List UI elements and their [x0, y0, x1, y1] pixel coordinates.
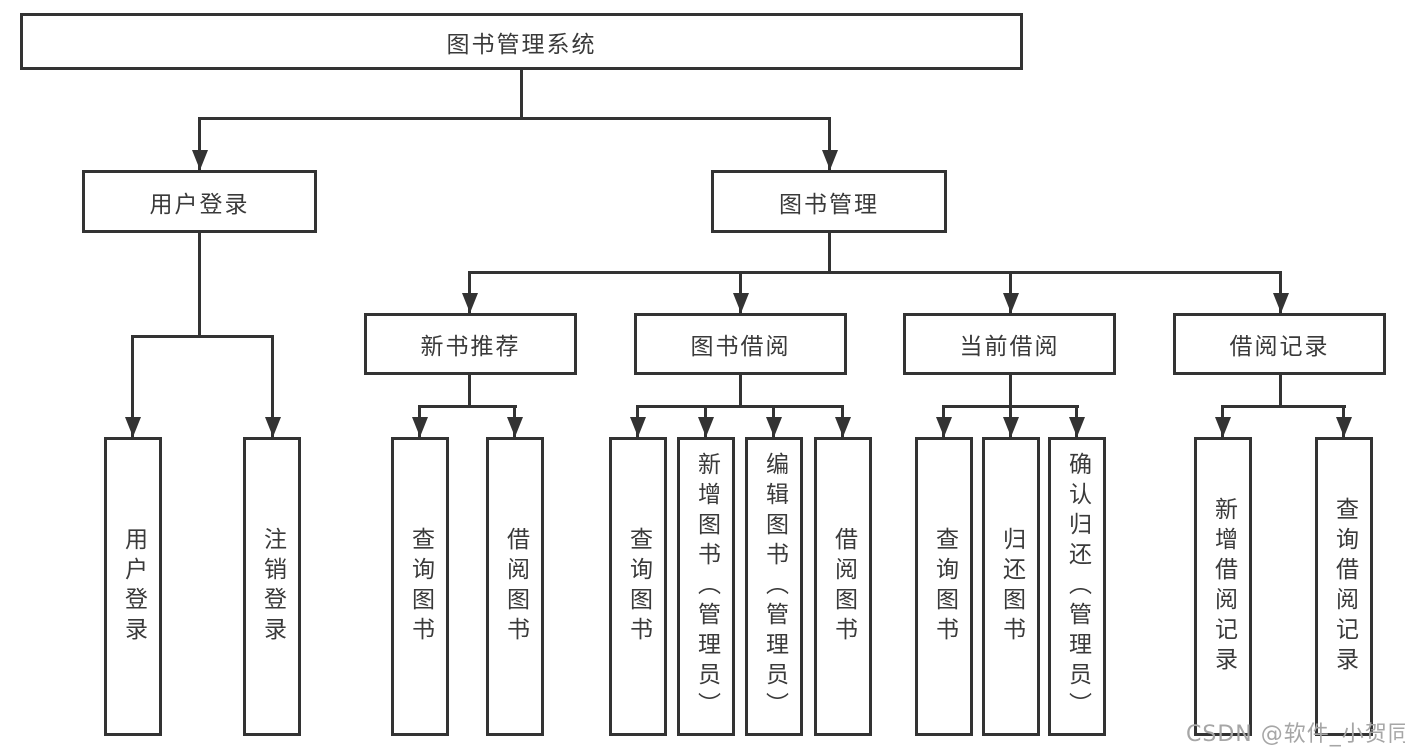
leaf-borrow-books-borrowing: 借阅图书 [814, 437, 872, 736]
node-user-login: 用户登录 [82, 170, 317, 233]
connector-bar [636, 405, 844, 408]
connector-arrow [739, 271, 742, 313]
leaf-confirm-return-admin: 确认归还（管理员） [1048, 437, 1106, 736]
node-user-login-label: 用户登录 [149, 191, 250, 218]
leaf-query-borrow-record: 查询借阅记录 [1315, 437, 1373, 736]
connector-arrow [1221, 405, 1224, 437]
node-root: 图书管理系统 [20, 13, 1023, 70]
leaf-query-books-recommend-label: 查询图书 [407, 526, 434, 647]
connector-arrow [1009, 405, 1012, 437]
connector-arrow [198, 117, 201, 170]
node-book-management: 图书管理 [711, 170, 947, 233]
leaf-return-books: 归还图书 [982, 437, 1040, 736]
leaf-query-books-recommend: 查询图书 [391, 437, 449, 736]
connector-root-stem [520, 70, 523, 119]
node-book-management-label: 图书管理 [779, 191, 879, 218]
leaf-confirm-return-admin-label: 确认归还（管理员） [1064, 451, 1091, 722]
leaf-query-borrow-record-label: 查询借阅记录 [1331, 496, 1358, 677]
connector-arrow [841, 405, 844, 437]
connector-arrow [1075, 405, 1078, 437]
node-new-book-recommendation-label: 新书推荐 [420, 334, 521, 360]
connector-user-login-stem [198, 233, 201, 338]
connector-stem [1279, 375, 1282, 408]
connector-stem [468, 375, 471, 408]
connector-stem [1009, 375, 1012, 408]
leaf-borrow-books-borrowing-label: 借阅图书 [830, 526, 857, 647]
leaf-query-books-borrowing-label: 查询图书 [625, 526, 652, 647]
connector-bar [418, 405, 517, 408]
connector-arrow [942, 405, 945, 437]
connector-root-bar [198, 117, 831, 120]
leaf-borrow-books-recommend-label: 借阅图书 [502, 526, 529, 647]
connector-book-management-bar [468, 271, 1282, 274]
connector-arrow [772, 405, 775, 437]
node-book-borrowing-label: 图书借阅 [690, 334, 791, 360]
connector-arrow [513, 405, 516, 437]
leaf-user-login: 用户登录 [104, 437, 162, 736]
node-book-borrowing: 图书借阅 [634, 313, 847, 375]
leaf-add-books-admin: 新增图书（管理员） [677, 437, 735, 736]
leaf-add-books-admin-label: 新增图书（管理员） [693, 451, 720, 722]
connector-stem [739, 375, 742, 408]
connector-book-management-stem [828, 233, 831, 274]
connector-arrow [636, 405, 639, 437]
connector-user-login-bar [131, 335, 274, 338]
node-borrowing-records: 借阅记录 [1173, 313, 1386, 375]
leaf-query-books-borrowing: 查询图书 [609, 437, 667, 736]
csdn-watermark: CSDN @软件_小贺同学 [1186, 722, 1405, 747]
node-current-borrowing: 当前借阅 [903, 313, 1116, 375]
leaf-query-books-current-label: 查询图书 [931, 526, 958, 647]
connector-arrow [468, 271, 471, 313]
leaf-borrow-books-recommend: 借阅图书 [486, 437, 544, 736]
leaf-edit-books-admin: 编辑图书（管理员） [745, 437, 803, 736]
leaf-logout-login-label: 注销登录 [259, 526, 286, 647]
node-current-borrowing-label: 当前借阅 [959, 334, 1060, 360]
connector-arrow [1279, 271, 1282, 313]
leaf-user-login-label: 用户登录 [120, 526, 147, 647]
connector-arrow [131, 335, 134, 437]
leaf-add-borrow-record: 新增借阅记录 [1194, 437, 1252, 736]
connector-arrow [704, 405, 707, 437]
leaf-query-books-current: 查询图书 [915, 437, 973, 736]
leaf-return-books-label: 归还图书 [998, 526, 1025, 647]
connector-arrow [1342, 405, 1345, 437]
connector-arrow [828, 117, 831, 170]
leaf-edit-books-admin-label: 编辑图书（管理员） [761, 451, 788, 722]
leaf-add-borrow-record-label: 新增借阅记录 [1210, 496, 1237, 677]
node-new-book-recommendation: 新书推荐 [364, 313, 577, 375]
connector-arrow [418, 405, 421, 437]
node-borrowing-records-label: 借阅记录 [1229, 334, 1330, 360]
node-root-label: 图书管理系统 [446, 31, 597, 58]
connector-bar [1221, 405, 1346, 408]
leaf-logout-login: 注销登录 [243, 437, 301, 736]
connector-arrow [1009, 271, 1012, 313]
connector-arrow [271, 335, 274, 437]
